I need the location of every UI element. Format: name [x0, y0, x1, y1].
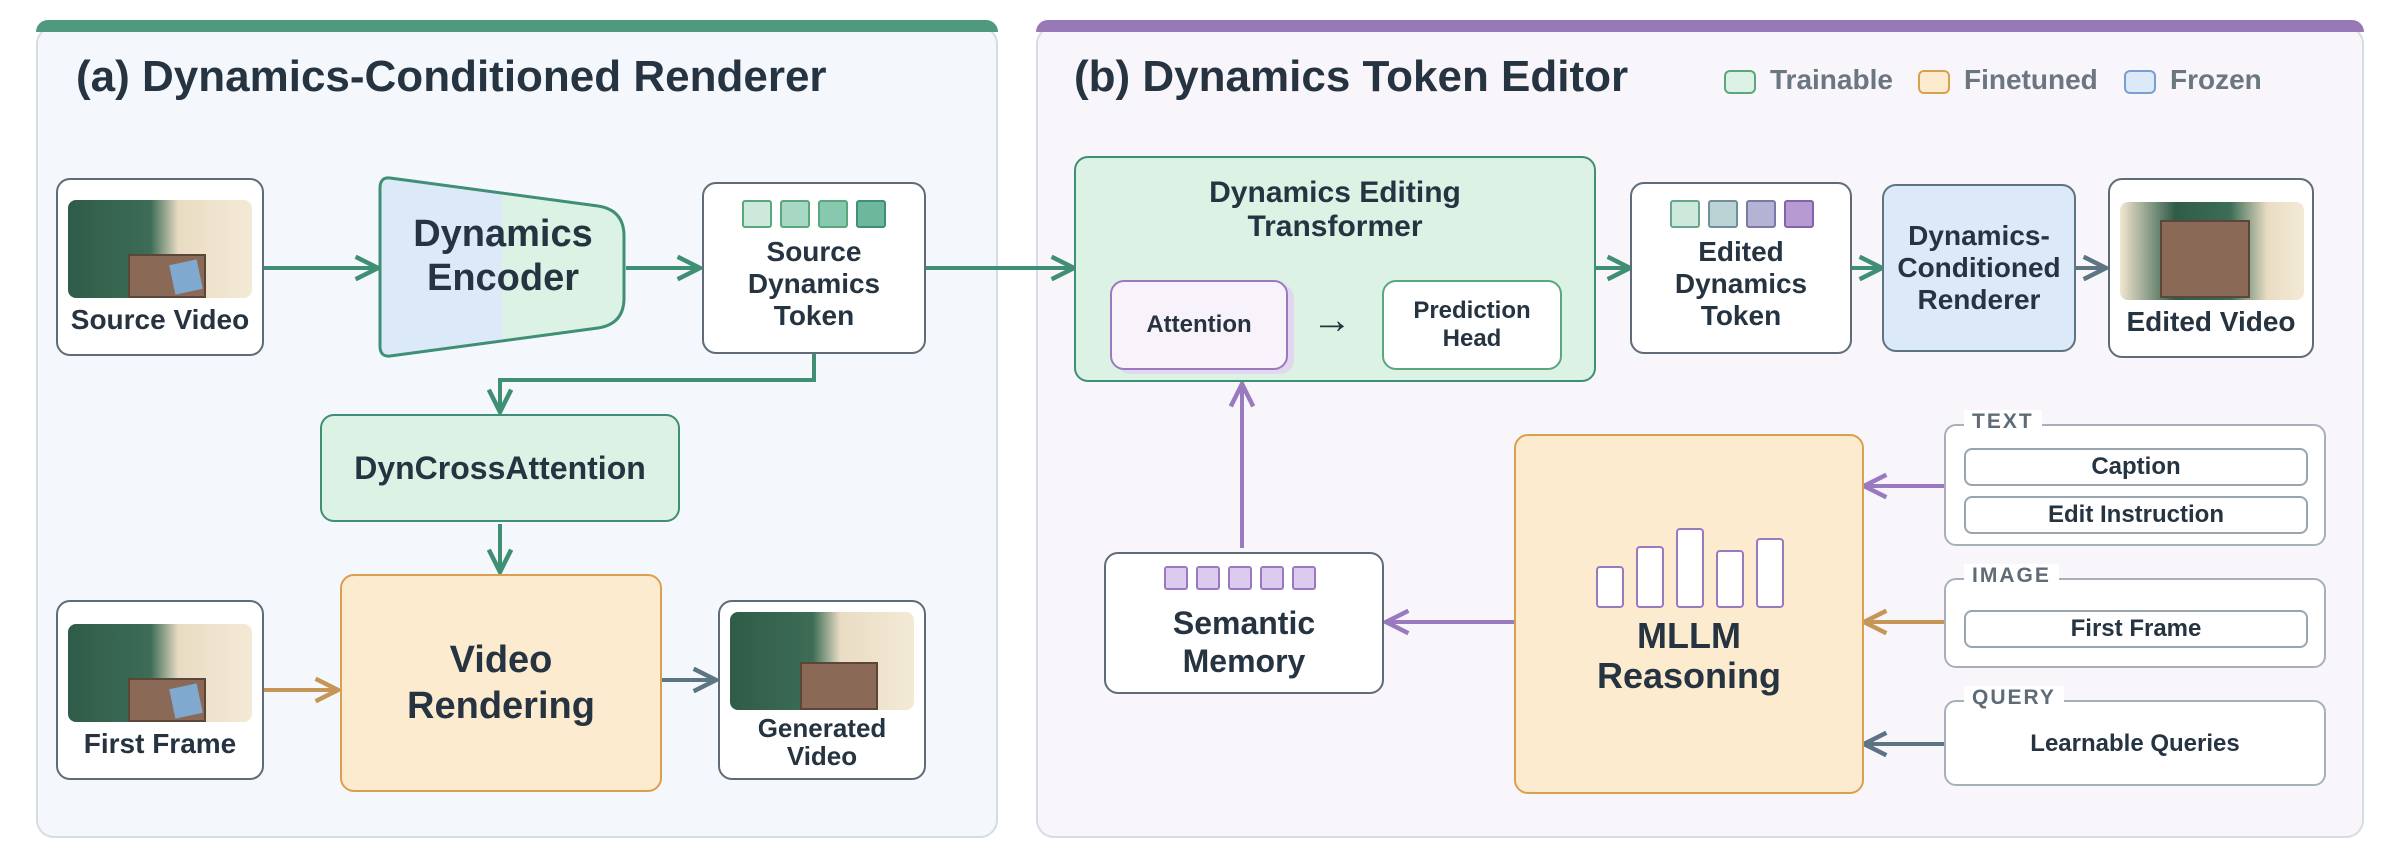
- memory-square: [1196, 566, 1220, 590]
- attention-to-head-arrow: →: [1312, 298, 1352, 342]
- image-group-tag: IMAGE: [1964, 564, 2059, 588]
- attention-box: Attention: [1110, 280, 1288, 370]
- generated-video-box-object: [800, 662, 878, 710]
- token-square: [818, 200, 848, 228]
- first-frame-label: First Frame: [83, 728, 237, 759]
- memory-square: [1260, 566, 1284, 590]
- arrow-token-to-crossattn: [500, 354, 816, 412]
- source-dynamics-token-box: Source Dynamics Token: [702, 182, 926, 354]
- image-input-group: IMAGE First Frame: [1944, 564, 2326, 668]
- panel-b-title: (b) Dynamics Token Editor: [1074, 52, 1629, 101]
- edited-token-square: [1784, 200, 1814, 228]
- edited-dynamics-token-label: Edited Dynamics Token: [1674, 236, 1808, 331]
- text-group-tag: TEXT: [1964, 410, 2042, 434]
- first-frame-field: First Frame: [1964, 610, 2308, 648]
- panel-a-title: (a) Dynamics-Conditioned Renderer: [76, 52, 827, 101]
- source-dynamics-token-label: Source Dynamics Token: [747, 236, 881, 331]
- generated-video-thumbnail: [730, 612, 914, 710]
- mllm-bar: [1596, 566, 1624, 608]
- generated-video-label: Generated Video: [757, 713, 887, 771]
- mllm-bar: [1676, 528, 1704, 608]
- panel-b-accent-bar: [1036, 20, 2364, 32]
- edited-token-square: [1708, 200, 1738, 228]
- token-square: [742, 200, 772, 228]
- dyn-cross-attention-box: DynCrossAttention: [320, 414, 680, 522]
- dynamics-encoder-label: Dynamics Encoder: [413, 213, 593, 299]
- video-rendering-box: Video Rendering: [340, 574, 662, 792]
- dynamics-editing-transformer-label: Dynamics Editing Transformer: [1209, 176, 1461, 243]
- mllm-bar: [1756, 538, 1784, 608]
- query-input-group: QUERY Learnable Queries: [1944, 686, 2326, 786]
- caption-field: Caption: [1964, 448, 2308, 486]
- mllm-reasoning-label: MLLM Reasoning: [1596, 615, 1782, 696]
- text-input-group: TEXT Caption Edit Instruction: [1944, 410, 2326, 546]
- edited-video-box: Edited Video: [2108, 178, 2314, 358]
- legend-label-finetuned: Finetuned: [1964, 64, 2098, 95]
- generated-video-box: Generated Video: [718, 600, 926, 780]
- source-video-thumbnail: [68, 200, 252, 298]
- legend-swatch-frozen: [2124, 70, 2156, 94]
- edit-instruction-field: Edit Instruction: [1964, 496, 2308, 534]
- source-video-label: Source Video: [70, 304, 250, 335]
- query-group-tag: QUERY: [1964, 686, 2064, 710]
- edited-video-box-object: [2160, 220, 2250, 298]
- mllm-bar: [1636, 546, 1664, 608]
- legend-label-frozen: Frozen: [2170, 64, 2262, 95]
- edited-token-square: [1746, 200, 1776, 228]
- mllm-reasoning-box: MLLM Reasoning: [1514, 434, 1864, 794]
- dynamics-conditioned-renderer-box: Dynamics- Conditioned Renderer: [1882, 184, 2076, 352]
- source-video-label-sticker: [169, 259, 203, 295]
- source-video-box: Source Video: [56, 178, 264, 356]
- panel-a-accent-bar: [36, 20, 998, 32]
- memory-square: [1164, 566, 1188, 590]
- memory-square: [1292, 566, 1316, 590]
- semantic-memory-box: Semantic Memory: [1104, 552, 1384, 694]
- token-square: [780, 200, 810, 228]
- memory-square: [1228, 566, 1252, 590]
- dynamics-conditioned-renderer-label: Dynamics- Conditioned Renderer: [1897, 220, 2061, 315]
- legend-swatch-finetuned: [1918, 70, 1950, 94]
- token-square: [856, 200, 886, 228]
- dynamics-editing-transformer-box: Dynamics Editing Transformer Attention →…: [1074, 156, 1596, 382]
- attention-label: Attention: [1146, 311, 1252, 338]
- prediction-head-label: Prediction Head: [1413, 297, 1531, 352]
- edited-token-square: [1670, 200, 1700, 228]
- legend-swatch-trainable: [1724, 70, 1756, 94]
- dynamics-encoder-shape: [378, 176, 626, 358]
- dyn-cross-attention-label: DynCrossAttention: [354, 449, 646, 486]
- first-frame-label-sticker: [169, 683, 203, 719]
- edited-video-thumbnail: [2120, 202, 2304, 300]
- legend-label-trainable: Trainable: [1770, 64, 1893, 95]
- learnable-queries-label: Learnable Queries: [2030, 730, 2240, 757]
- video-rendering-label: Video Rendering: [407, 639, 595, 727]
- first-frame-box: First Frame: [56, 600, 264, 780]
- edited-video-label: Edited Video: [2126, 306, 2296, 337]
- mllm-bar: [1716, 550, 1744, 608]
- semantic-memory-label: Semantic Memory: [1172, 605, 1316, 679]
- prediction-head-box: Prediction Head: [1382, 280, 1562, 370]
- first-frame-thumbnail: [68, 624, 252, 722]
- edited-dynamics-token-box: Edited Dynamics Token: [1630, 182, 1852, 354]
